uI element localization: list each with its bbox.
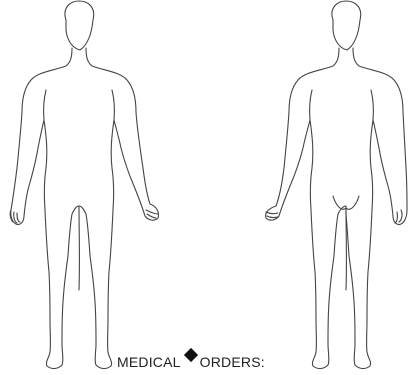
back-right-hand	[395, 210, 402, 223]
front-right-contour	[79, 48, 159, 369]
back-head	[332, 1, 361, 50]
front-arm-inner-left	[44, 90, 46, 120]
caption-left-text: MEDICAL	[117, 354, 181, 370]
front-head	[65, 1, 94, 50]
front-arm-inner-right	[112, 90, 114, 120]
diamond-icon	[184, 348, 198, 362]
back-body-outline	[266, 1, 407, 369]
back-left-hand	[266, 212, 278, 218]
caption-right-text: ORDERS:	[200, 354, 265, 370]
back-left-contour	[266, 48, 346, 369]
back-arm-inner-right	[371, 90, 373, 120]
back-arm-inner-left	[310, 90, 312, 120]
front-right-hand	[146, 210, 158, 218]
front-body-outline	[10, 1, 158, 369]
front-left-hand	[10, 210, 20, 223]
medical-orders-caption: MEDICAL ORDERS:	[117, 350, 265, 370]
back-right-contour	[346, 48, 407, 369]
